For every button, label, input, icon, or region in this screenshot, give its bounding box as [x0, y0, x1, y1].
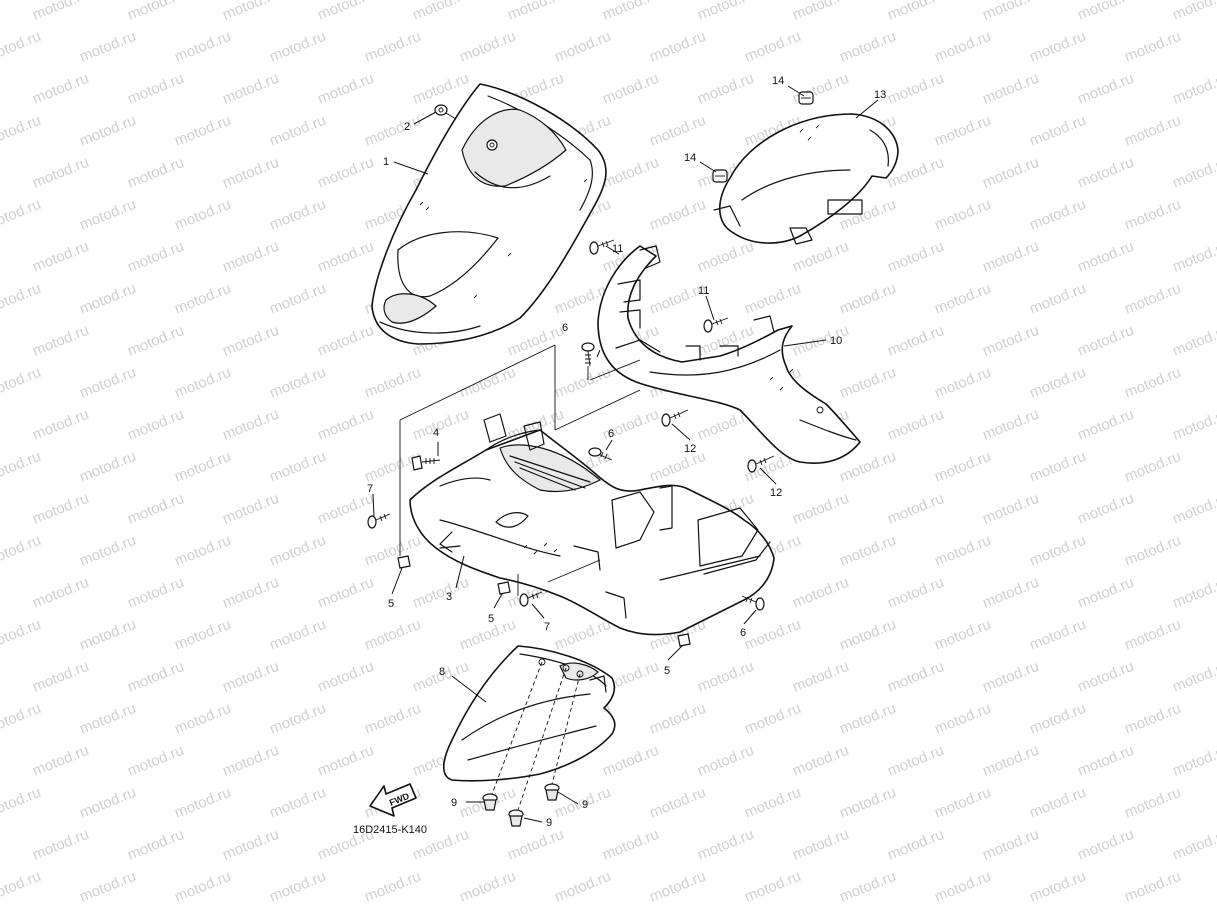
callout-7a: 7 — [367, 483, 373, 495]
part-fastener-9a[interactable] — [482, 793, 498, 811]
part-screw-12b[interactable] — [747, 455, 775, 473]
callout-2: 2 — [404, 121, 410, 133]
part-fastener-9c[interactable] — [508, 809, 524, 827]
callout-6c: 6 — [740, 627, 746, 639]
part-leg-shield-3[interactable] — [409, 413, 775, 636]
part-screw-7b[interactable] — [519, 591, 543, 607]
part-screw-4[interactable] — [411, 455, 441, 471]
callout-10: 10 — [830, 335, 842, 347]
part-screw-12a[interactable] — [661, 409, 689, 427]
part-bolt-2[interactable] — [434, 104, 457, 120]
part-grommet-14b[interactable] — [712, 169, 728, 183]
callout-14b: 14 — [684, 152, 696, 164]
callout-6a: 6 — [562, 322, 568, 334]
callout-labels: 1 2 3 4 5 5 5 6 6 6 7 7 8 9 9 9 10 11 11… — [367, 75, 886, 829]
part-cover-13[interactable] — [713, 113, 899, 245]
part-screw-6b[interactable] — [588, 447, 613, 461]
callout-12a: 12 — [684, 443, 696, 455]
part-screw-11b[interactable] — [703, 317, 729, 333]
callout-4: 4 — [433, 427, 439, 439]
callout-1: 1 — [383, 156, 389, 168]
assembly-lines — [399, 344, 641, 811]
callout-8: 8 — [439, 666, 445, 678]
part-clip-5c[interactable] — [677, 633, 691, 647]
callout-12b: 12 — [770, 487, 782, 499]
callout-5b: 5 — [488, 613, 494, 625]
diagram-code: 16D2415-K140 — [353, 824, 427, 836]
part-screw-7a[interactable] — [367, 513, 391, 529]
callout-9c: 9 — [546, 817, 552, 829]
callout-11a: 11 — [612, 243, 623, 255]
callout-5c: 5 — [664, 665, 670, 677]
callout-9b: 9 — [582, 799, 588, 811]
leader-lines — [372, 85, 879, 823]
callout-11b: 11 — [698, 285, 709, 297]
part-screw-6a[interactable] — [581, 342, 595, 367]
part-screw-6c[interactable] — [741, 595, 765, 611]
callout-7b: 7 — [544, 621, 550, 633]
callout-6b: 6 — [608, 428, 614, 440]
callout-13: 13 — [874, 89, 886, 101]
part-clip-5b[interactable] — [497, 581, 511, 595]
callout-14a: 14 — [772, 75, 784, 87]
callout-9a: 9 — [451, 797, 457, 809]
fwd-arrow-icon: FWD — [369, 783, 417, 817]
part-front-fender-8[interactable] — [442, 645, 616, 782]
part-screw-11a[interactable] — [589, 239, 615, 255]
callout-5a: 5 — [388, 598, 394, 610]
part-inner-panel-10[interactable] — [597, 245, 861, 464]
callout-3: 3 — [446, 591, 452, 603]
part-fastener-9b[interactable] — [544, 783, 560, 801]
part-front-cover[interactable] — [371, 83, 607, 345]
part-clip-5a[interactable] — [397, 555, 411, 569]
